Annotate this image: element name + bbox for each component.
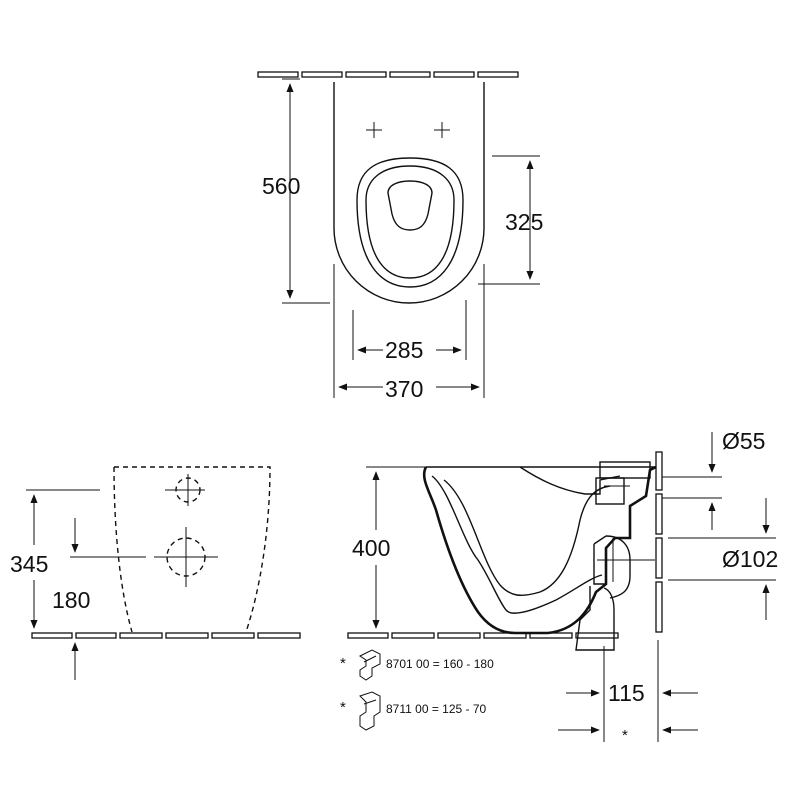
dim-diameter-55-label: Ø55 bbox=[722, 428, 765, 454]
rim-underside bbox=[519, 466, 621, 495]
side-view-wall bbox=[655, 451, 663, 633]
bowl-outline-front bbox=[113, 466, 271, 633]
trap-path bbox=[443, 479, 611, 597]
seat-ring-outer bbox=[356, 157, 464, 288]
offset-connector-icon bbox=[359, 691, 381, 731]
pan-opening bbox=[387, 180, 433, 231]
dim-180-label: 180 bbox=[52, 587, 90, 613]
dim-115-label: 115 bbox=[608, 680, 645, 706]
bowl-inner-side bbox=[431, 475, 603, 614]
dim-370-label: 370 bbox=[385, 376, 423, 402]
note-marker: * bbox=[340, 699, 346, 716]
top-view-wall bbox=[257, 71, 519, 78]
note-text: 8701 00 = 160 - 180 bbox=[386, 657, 494, 671]
note-row: * 8711 00 = 125 - 70 bbox=[340, 691, 487, 731]
dim-370 bbox=[333, 264, 485, 398]
outlet-pipe bbox=[575, 535, 655, 651]
front-view-floor bbox=[31, 632, 301, 639]
seat-ring-inner bbox=[365, 165, 455, 279]
dim-325 bbox=[478, 155, 540, 285]
dim-diameter-55 bbox=[662, 432, 722, 530]
dim-345 bbox=[26, 489, 100, 629]
bowl-outline-top bbox=[333, 82, 485, 304]
inlet-connector bbox=[595, 461, 651, 505]
side-view: 400 Ø55 Ø102 115 * bbox=[347, 428, 778, 744]
dim-400 bbox=[366, 466, 426, 629]
dim-325-label: 325 bbox=[505, 209, 543, 235]
bowl-body-side bbox=[422, 465, 657, 635]
notes: * 8701 00 = 160 - 180 * 8711 00 = 125 - … bbox=[340, 649, 494, 731]
note-row: * 8701 00 = 160 - 180 bbox=[340, 649, 494, 681]
dim-180 bbox=[70, 518, 146, 680]
note-text: 8711 00 = 125 - 70 bbox=[386, 702, 487, 716]
dim-adjustable-marker: * bbox=[622, 727, 628, 744]
dim-560 bbox=[282, 78, 330, 304]
dim-400-label: 400 bbox=[352, 535, 390, 561]
dim-560-label: 560 bbox=[262, 173, 300, 199]
upper-fixing-icon bbox=[165, 474, 205, 506]
offset-connector-icon bbox=[359, 649, 381, 681]
dim-diameter-102 bbox=[668, 498, 776, 620]
lower-fixing-icon bbox=[154, 527, 218, 587]
dim-285-label: 285 bbox=[385, 337, 423, 363]
dim-115 bbox=[566, 640, 698, 742]
fixing-cross-icon bbox=[366, 122, 450, 138]
note-marker: * bbox=[340, 655, 346, 672]
dim-285 bbox=[352, 300, 467, 360]
dim-345-label: 345 bbox=[10, 551, 48, 577]
dim-diameter-102-label: Ø102 bbox=[722, 546, 778, 572]
top-view: 560 325 285 370 bbox=[257, 71, 543, 402]
front-view: 345 180 bbox=[10, 466, 301, 680]
